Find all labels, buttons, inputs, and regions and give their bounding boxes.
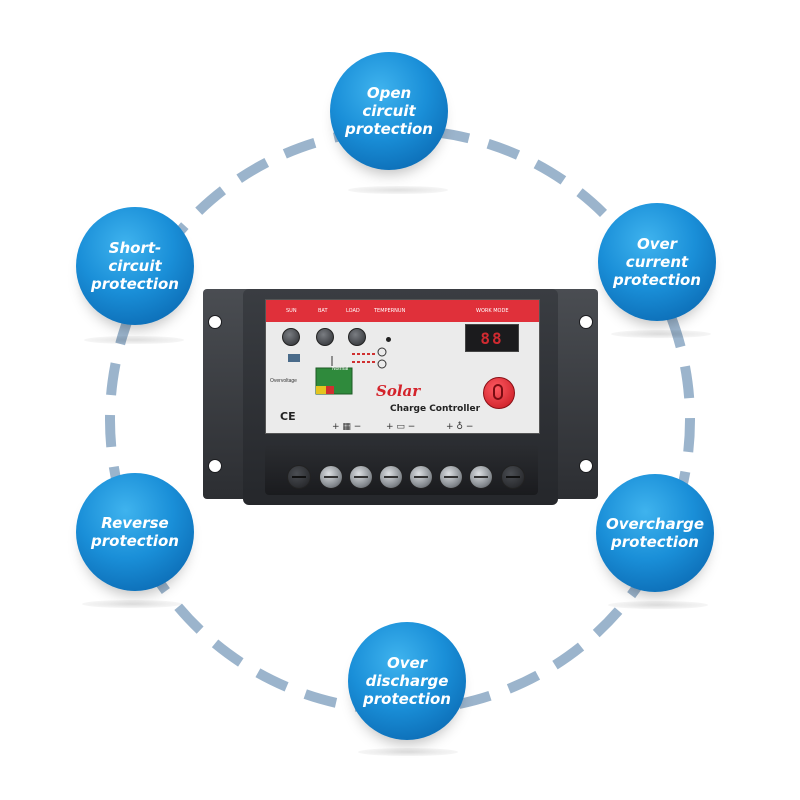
load-label: LOAD — [346, 308, 360, 314]
feature-line: Reverse — [101, 514, 169, 532]
feature-line: protection — [91, 275, 179, 293]
battery-status-diagram — [288, 354, 353, 395]
feature-line: protection — [613, 271, 701, 289]
brand-logo: Solar — [376, 382, 421, 400]
terminal-screw[interactable] — [439, 465, 463, 489]
temperature-label: TEMPERNUN — [374, 308, 406, 314]
terminal-screw[interactable] — [349, 465, 373, 489]
mounting-hole — [208, 459, 222, 473]
work-mode-label: WORK MODE — [476, 308, 509, 314]
battery-terminal-symbol: + ▭ − — [386, 422, 416, 432]
work-mode-display: 88 — [465, 324, 519, 352]
mode-button[interactable] — [483, 377, 515, 409]
panel-header: SUN BAT LOAD TEMPERNUN WORK MODE — [266, 300, 539, 322]
light-bulb-icon — [377, 347, 387, 357]
terminal-screw[interactable] — [501, 465, 525, 489]
product-name: Charge Controller — [390, 404, 481, 414]
temperature-indicator — [386, 337, 391, 342]
mounting-hole — [208, 315, 222, 329]
bubble-shadow — [348, 186, 448, 194]
feature-line: Over — [386, 654, 428, 672]
sun-label: SUN — [286, 308, 297, 314]
sun-indicator — [282, 328, 300, 346]
overvoltage-label: Overvoltage — [270, 378, 297, 384]
bubble-shadow — [358, 748, 458, 756]
feature-line: protection — [91, 532, 179, 550]
load-status-diagram — [352, 347, 387, 369]
feature-line: Overcharge — [605, 515, 705, 533]
mounting-hole — [579, 315, 593, 329]
light-bulb-icon — [377, 359, 387, 369]
feature-line: Over current — [625, 235, 689, 271]
feature-line: Short-circuit — [108, 239, 162, 275]
feature-line: protection — [611, 533, 699, 551]
front-panel: SUN BAT LOAD TEMPERNUN WORK MODE 88 Over… — [265, 299, 540, 434]
feature-line: protection — [363, 690, 451, 708]
bubble-shadow — [84, 336, 184, 344]
bubble-shadow — [82, 600, 182, 608]
load-terminal-symbol: + ♁ − — [446, 422, 474, 432]
feature-line: Open circuit — [362, 84, 416, 120]
feature-line: protection — [345, 120, 433, 138]
terminal-screw[interactable] — [409, 465, 433, 489]
mounting-hole — [579, 459, 593, 473]
terminal-block — [265, 445, 538, 495]
terminal-screw[interactable] — [469, 465, 493, 489]
ce-mark: CE — [280, 410, 296, 423]
feature-line: discharge — [365, 672, 449, 690]
bat-indicator — [316, 328, 334, 346]
normal-label: Normal — [332, 366, 349, 372]
terminal-screw[interactable] — [319, 465, 343, 489]
load-indicator — [348, 328, 366, 346]
charge-controller-device: SUN BAT LOAD TEMPERNUN WORK MODE 88 Over… — [203, 289, 598, 505]
terminal-screw[interactable] — [287, 465, 311, 489]
terminal-screw[interactable] — [379, 465, 403, 489]
bat-label: BAT — [318, 308, 328, 314]
solar-terminal-symbol: + ▦ − — [332, 422, 362, 432]
bubble-shadow — [608, 601, 708, 609]
solar-panel-icon — [288, 354, 300, 362]
bubble-shadow — [611, 330, 711, 338]
